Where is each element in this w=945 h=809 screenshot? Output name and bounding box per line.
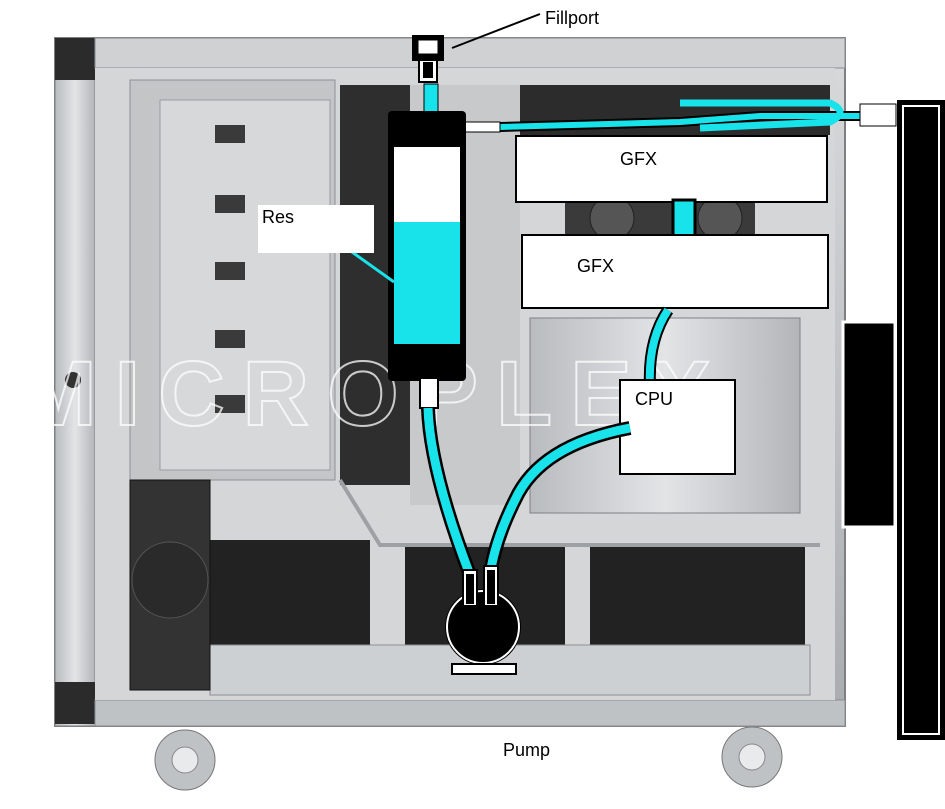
tube-cpu-to-pump [483, 421, 632, 577]
tube-gpu-to-cpu [643, 306, 674, 386]
cpu-block [619, 379, 736, 475]
pump [445, 565, 521, 675]
res-label-box [258, 205, 374, 253]
side-panel [841, 100, 945, 740]
gfx-bridge [671, 198, 697, 238]
fillport [412, 13, 541, 115]
watermark-text: MICROPLEX [20, 343, 729, 445]
reservoir [344, 111, 466, 381]
case-feet [154, 726, 783, 791]
gfx-block-top [515, 135, 828, 203]
fillport-label: Fillport [545, 8, 600, 28]
drive-cage [129, 79, 336, 481]
tube-res-to-gpu [464, 99, 897, 133]
gfx-bottom-label: GFX [577, 256, 615, 276]
cpu-label: CPU [635, 389, 674, 409]
gfx-top-label: GFX [620, 149, 658, 169]
res-label: Res [262, 207, 295, 227]
tube-res-to-pump [419, 377, 477, 578]
gfx-block-bottom [521, 234, 829, 309]
pump-label: Pump [503, 740, 551, 760]
